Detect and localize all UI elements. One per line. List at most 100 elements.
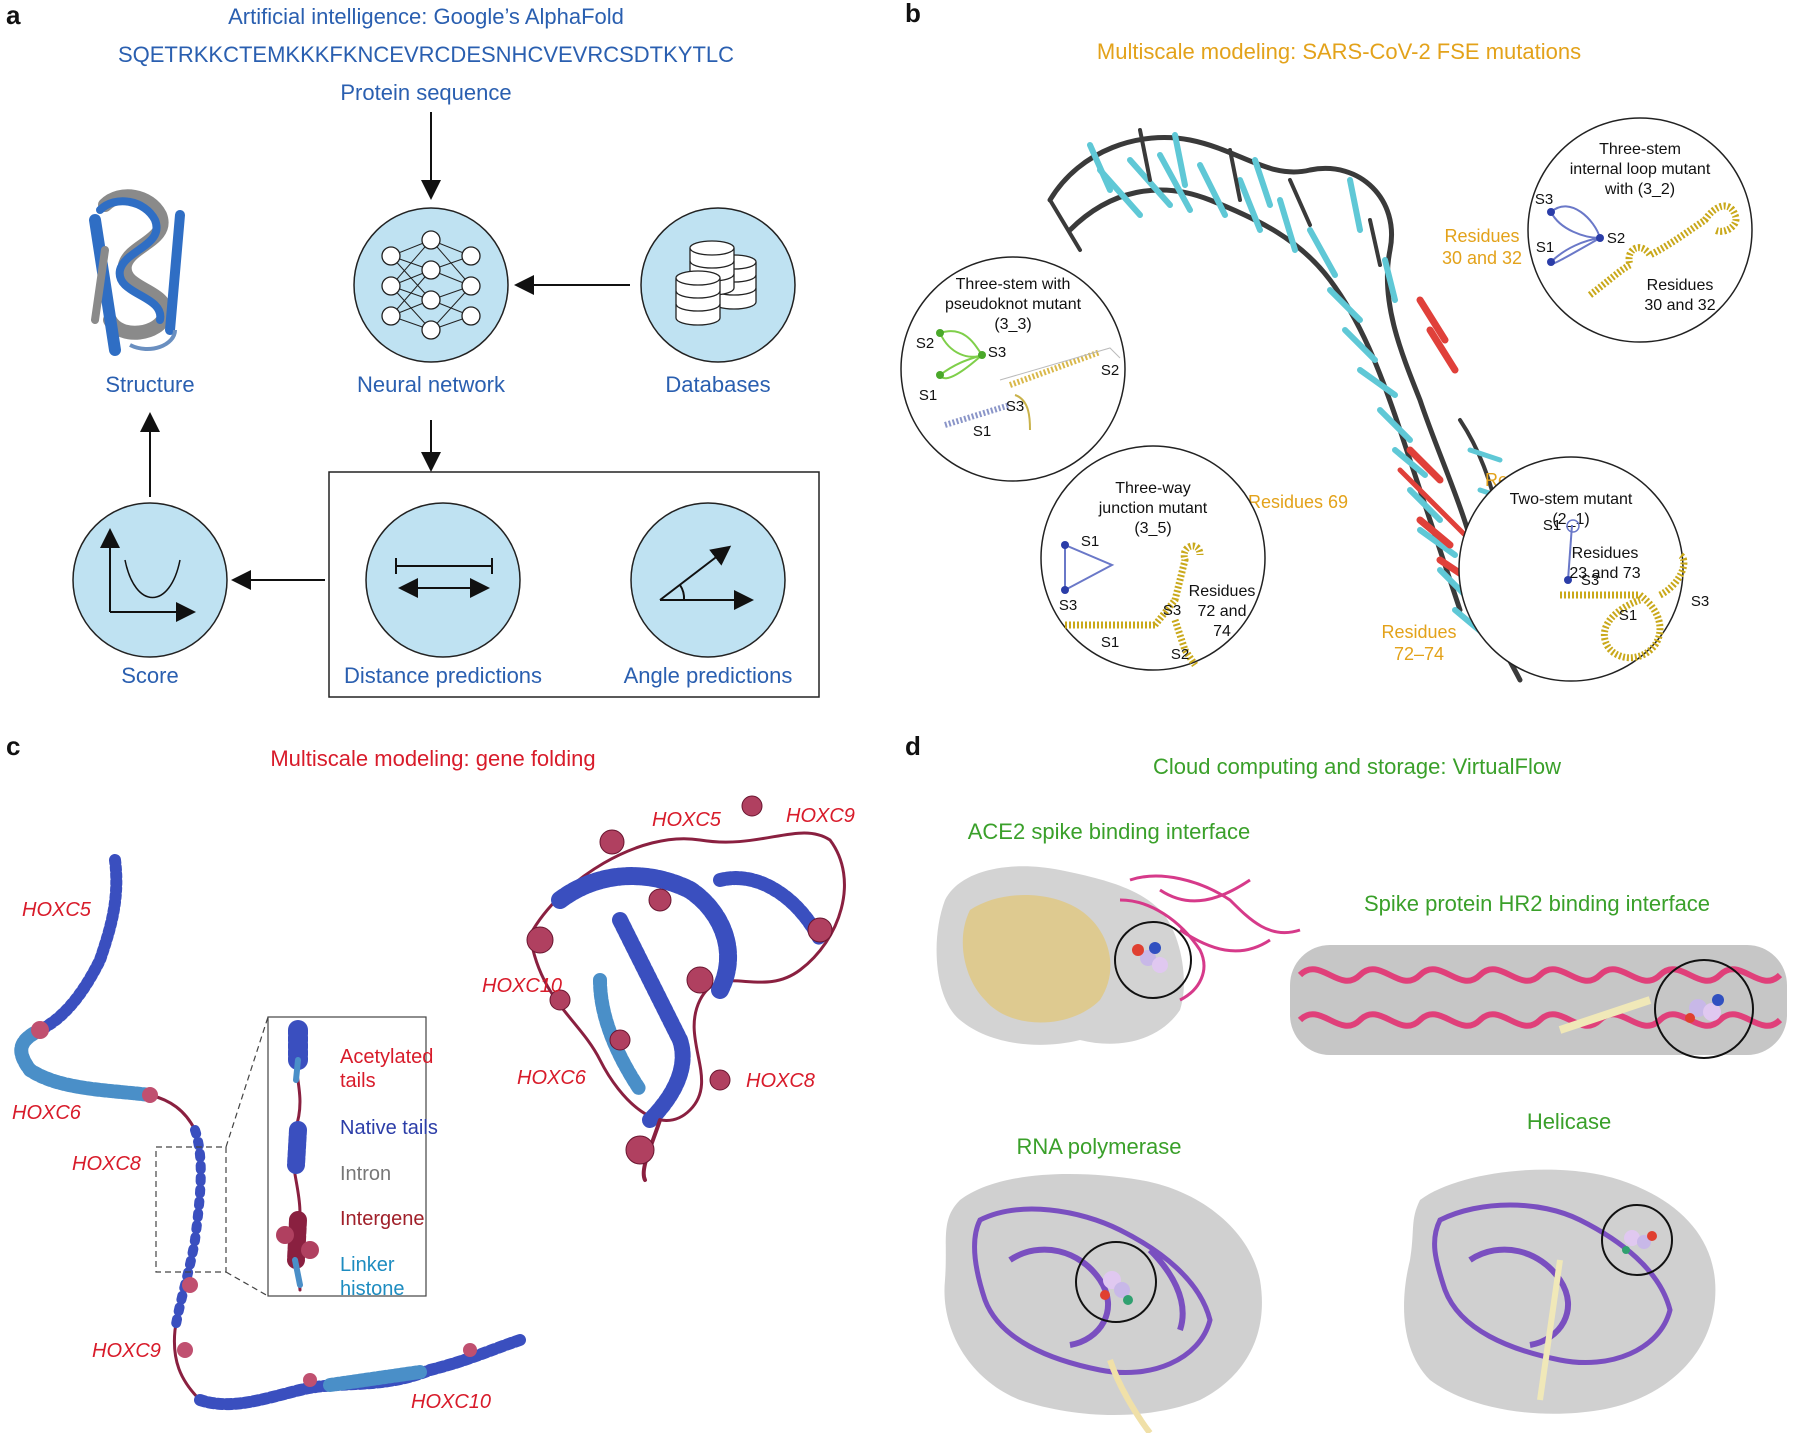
internal-loop-title-2: internal loop mutant (1570, 161, 1711, 178)
panel-c-title: Multiscale modeling: gene folding (270, 746, 595, 771)
pseudoknot-s3: S3 (988, 344, 1006, 361)
three-way-title-3: (3_5) (1134, 520, 1171, 537)
two-stem-residues-1: Residues (1572, 545, 1639, 562)
score-label: Score (121, 663, 178, 688)
three-way-s2-stem: S2 (1171, 646, 1189, 663)
distance-icon (395, 558, 493, 598)
zoom-line-top (225, 1016, 269, 1148)
panel-b-title: Multiscale modeling: SARS-CoV-2 FSE muta… (1097, 39, 1581, 64)
two-stem-s1-stem: S1 (1619, 607, 1637, 624)
panel-d-letter: d (905, 731, 921, 761)
pseudoknot-s2: S2 (916, 335, 934, 352)
two-stem-title-2: (2_1) (1552, 511, 1589, 528)
folded-hoxc5-label: HOXC5 (652, 809, 722, 831)
hoxc9-label: HOXC9 (92, 1340, 161, 1362)
neural-network-icon (381, 230, 481, 340)
residues-30-32-b: 30 and 32 (1442, 248, 1522, 268)
two-stem-s3-stem: S3 (1691, 593, 1709, 610)
panel-c-letter: c (6, 731, 20, 761)
panel-b: b Multiscale modeling: SARS-CoV-2 FSE mu… (900, 0, 1753, 683)
protein-sequence-string: SQETRKKCTEMKKKFKNCEVRCDESNHCVEVRCSDTKYTL… (118, 42, 734, 67)
legend-linker-2: histone (340, 1278, 405, 1300)
two-stem-residues-2: 23 and 73 (1569, 565, 1640, 582)
internal-loop-s2: S2 (1607, 230, 1625, 247)
hoxc10-label: HOXC10 (411, 1391, 491, 1413)
three-way-s1-stem: S1 (1101, 634, 1119, 651)
score-circle (72, 502, 228, 658)
hoxc8-label: HOXC8 (72, 1153, 141, 1175)
predictions-box (328, 471, 820, 698)
panel-c: c Multiscale modeling: gene folding HOXC… (6, 731, 855, 1413)
folded-chromatin-structure (526, 795, 846, 1182)
three-way-residues-3: 74 (1213, 623, 1231, 640)
databases-label: Databases (665, 372, 770, 397)
pseudoknot-s1-stem: S1 (973, 423, 991, 440)
two-stem-s3: S3 (1581, 572, 1599, 589)
pseudoknot-s1: S1 (919, 387, 937, 404)
three-way-s3: S3 (1059, 597, 1077, 614)
neural-network-label: Neural network (357, 372, 506, 397)
ace2-label: ACE2 spike binding interface (968, 819, 1251, 844)
panel-a-letter: a (6, 0, 21, 30)
extended-chromatin-fiber (14, 854, 526, 1411)
distance-predictions-label: Distance predictions (344, 663, 542, 688)
three-way-title-1: Three-way (1115, 480, 1191, 497)
three-way-s1: S1 (1081, 533, 1099, 550)
folded-hoxc6-label: HOXC6 (517, 1067, 587, 1089)
panel-a-title: Artificial intelligence: Google’s AlphaF… (228, 4, 624, 29)
protein-structure-icon (89, 189, 185, 356)
structure-label: Structure (105, 372, 194, 397)
internal-loop-s3: S3 (1535, 191, 1553, 208)
panel-b-letter: b (905, 0, 921, 28)
helicase-label: Helicase (1527, 1109, 1611, 1134)
angle-predictions-label: Angle predictions (624, 663, 793, 688)
pseudoknot-title-3: (3_3) (994, 316, 1031, 333)
hr2-structure (1290, 945, 1787, 1059)
residues-72-74-a: Residues (1381, 622, 1456, 642)
score-plot-icon (100, 528, 196, 622)
rna-polymerase-structure (944, 1174, 1262, 1433)
residues-69-label: Residues 69 (1248, 492, 1348, 512)
panel-d: d Cloud computing and storage: VirtualFl… (905, 731, 1787, 1433)
legend-acetylated-1: Acetylated (340, 1046, 433, 1068)
database-icon (675, 240, 757, 326)
internal-loop-residues-2: 30 and 32 (1644, 297, 1715, 314)
folded-hoxc10-label: HOXC10 (482, 975, 562, 997)
angle-circle (630, 502, 786, 658)
three-way-residues-2: 72 and (1198, 603, 1247, 620)
legend-chromatin-zoom (276, 1020, 319, 1292)
three-way-title-2: junction mutant (1098, 500, 1208, 517)
internal-loop-s1: S1 (1536, 239, 1554, 256)
distance-circle (365, 502, 521, 658)
internal-loop-mutant-inset: Three-stem internal loop mutant with (3_… (1527, 117, 1753, 343)
zoom-region-box (155, 1146, 227, 1273)
hoxc6-label: HOXC6 (12, 1102, 82, 1124)
two-stem-s1: S1 (1543, 517, 1561, 534)
internal-loop-residues-1: Residues (1647, 277, 1714, 294)
two-stem-title-1: Two-stem mutant (1510, 491, 1633, 508)
pseudoknot-s2-stem: S2 (1101, 362, 1119, 379)
hr2-label: Spike protein HR2 binding interface (1364, 891, 1710, 916)
hoxc5-label: HOXC5 (22, 899, 92, 921)
folded-hoxc8-label: HOXC8 (746, 1070, 815, 1092)
legend-intron: Intron (340, 1163, 391, 1185)
residues-30-32-a: Residues (1444, 226, 1519, 246)
zoom-line-bottom (225, 1271, 269, 1297)
angle-icon (659, 545, 754, 610)
ace2-structure (936, 866, 1301, 1045)
rna-polymerase-label: RNA polymerase (1016, 1134, 1181, 1159)
helicase-structure (1404, 1169, 1716, 1414)
legend-intergene: Intergene (340, 1208, 425, 1230)
two-stem-mutant-inset: Two-stem mutant (2_1) S1 S3 Residues 23 … (1458, 456, 1709, 682)
three-way-residues-1: Residues (1189, 583, 1256, 600)
pseudoknot-title-2: pseudoknot mutant (945, 296, 1082, 313)
legend-native-tails: Native tails (340, 1117, 438, 1139)
folded-hoxc9-label: HOXC9 (786, 805, 855, 827)
three-way-s3-stem: S3 (1163, 602, 1181, 619)
panel-d-title: Cloud computing and storage: VirtualFlow (1153, 754, 1561, 779)
pseudoknot-title-1: Three-stem with (956, 276, 1071, 293)
panel-a: a Artificial intelligence: Google’s Alph… (6, 0, 820, 698)
protein-sequence-label: Protein sequence (340, 80, 511, 105)
internal-loop-title-3: with (3_2) (1604, 181, 1675, 198)
